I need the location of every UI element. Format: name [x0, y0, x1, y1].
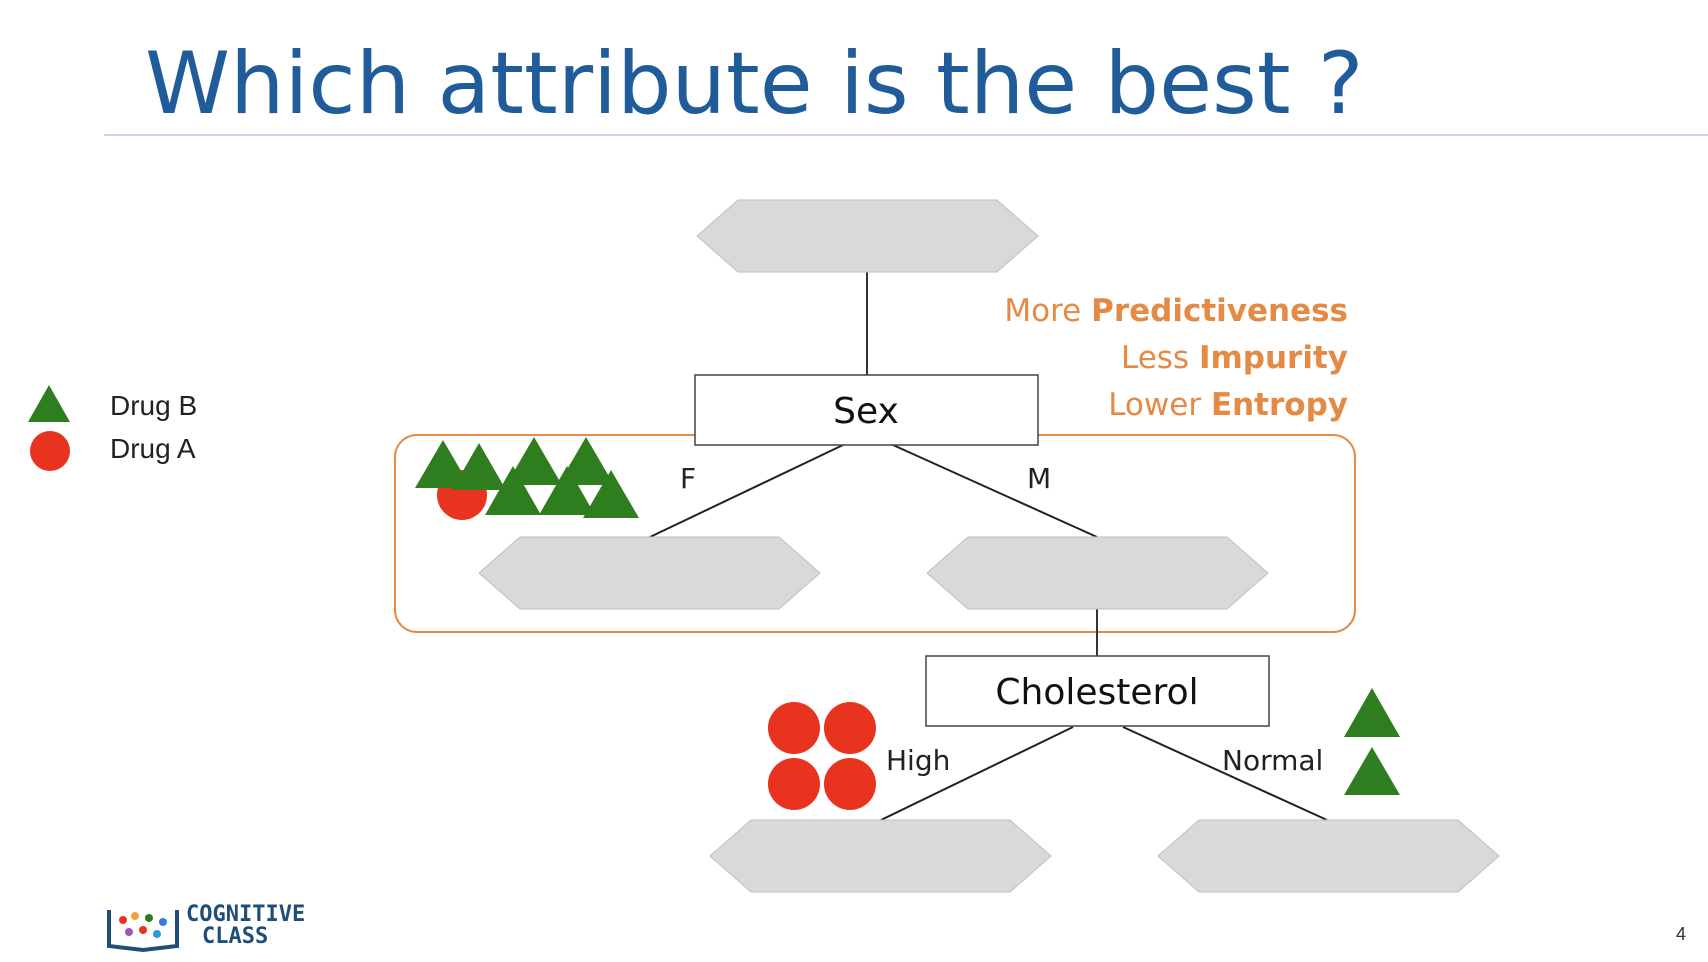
drug-b-sample	[583, 470, 639, 518]
drug-a-sample	[824, 702, 876, 754]
m-node-hexagon	[926, 536, 1269, 610]
drug-b-sample	[539, 466, 595, 515]
edge-sex-m	[892, 444, 1098, 538]
branch-label-m: M	[1027, 462, 1051, 495]
root-node-hexagon	[696, 199, 1039, 273]
normal-node-hexagon	[1157, 819, 1500, 893]
legend-drug-b-label: Drug B	[110, 390, 198, 421]
drug-b-sample	[1344, 747, 1400, 795]
edge-chol-high	[880, 726, 1074, 821]
drug-b-sample	[558, 437, 614, 485]
drug-b-sample	[506, 437, 562, 485]
sex-node-box	[694, 374, 1039, 446]
legend-drug-a-circle-icon	[30, 431, 70, 471]
drug-b-sample	[485, 466, 541, 515]
branch-label-normal: Normal	[1222, 744, 1323, 777]
title-divider	[104, 134, 1708, 136]
criteria-line-2-emphasis: Impurity	[1199, 340, 1348, 376]
drug-a-sample	[768, 702, 820, 754]
cognitive-class-logo-icon	[107, 910, 179, 953]
logo-line-2: CLASS	[202, 924, 269, 949]
drug-b-sample	[1344, 688, 1400, 737]
cholesterol-node-box	[925, 655, 1270, 727]
criteria-line-2: Less Impurity	[1121, 340, 1348, 376]
branch-label-f: F	[680, 462, 696, 495]
drug-a-sample	[768, 758, 820, 810]
drug-a-sample	[824, 758, 876, 810]
drug-b-sample	[452, 443, 506, 490]
cholesterol-normal-sample-group	[1344, 688, 1400, 795]
logo-line-1: COGNITIVE	[186, 902, 306, 927]
criteria-line-2-prefix: Less	[1121, 340, 1189, 376]
criteria-line-3-prefix: Lower	[1108, 387, 1201, 423]
criteria-line-1: More Predictiveness	[1004, 293, 1348, 329]
sex-split-sample-group	[415, 437, 639, 520]
sex-node-label: Sex	[833, 391, 899, 432]
slide-title: Which attribute is the best ?	[145, 34, 1364, 134]
high-node-hexagon	[709, 819, 1052, 893]
edge-sex-f	[649, 444, 844, 538]
legend-drug-a-label: Drug A	[110, 433, 196, 464]
criteria-line-3: Lower Entropy	[1108, 387, 1348, 423]
edge-chol-normal	[1122, 726, 1328, 821]
legend-drug-b-triangle-icon	[28, 385, 70, 422]
cholesterol-node-label: Cholesterol	[995, 672, 1198, 713]
cholesterol-high-sample-group	[768, 702, 876, 810]
page-number: 4	[1675, 924, 1686, 944]
drug-b-sample	[415, 440, 471, 488]
criteria-line-1-emphasis: Predictiveness	[1091, 293, 1348, 329]
criteria-line-1-prefix: More	[1004, 293, 1081, 329]
branch-label-high: High	[886, 744, 950, 777]
f-node-hexagon	[478, 536, 821, 610]
logo-wordmark: COGNITIVE CLASS	[186, 904, 305, 948]
criteria-line-3-emphasis: Entropy	[1211, 387, 1348, 423]
